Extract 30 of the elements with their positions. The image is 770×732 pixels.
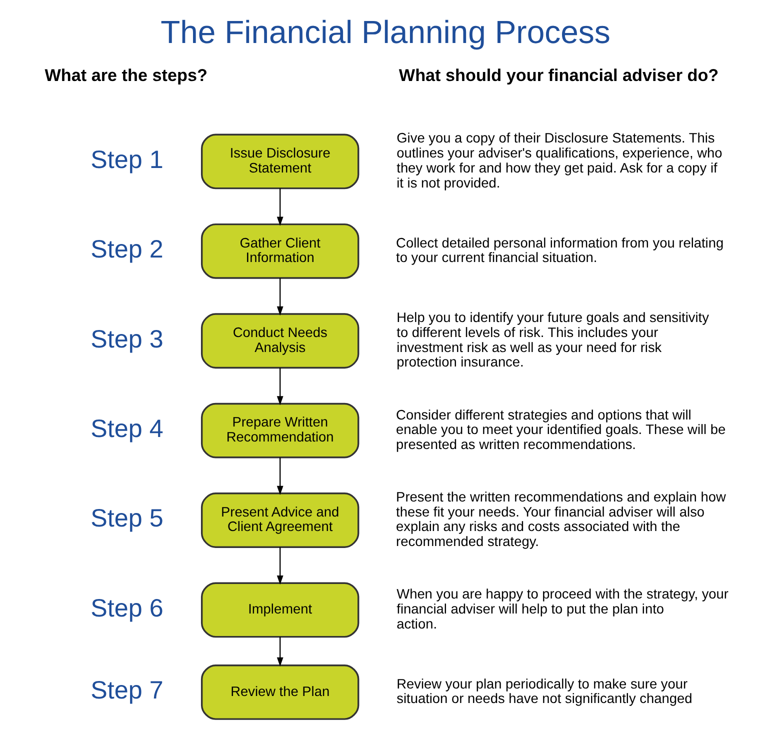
node-label: Step 5: [90, 504, 163, 533]
label: What should your financial adviser do?: [398, 64, 718, 85]
node-box: Conduct Needs Analysis: [200, 313, 359, 369]
node-label: Consider different strategies and options that will enable you to meet your identified goals. These will be presented as written recommendations.: [396, 407, 726, 452]
node-box: Prepare Written Recommendation: [200, 402, 359, 458]
node-label: Step 3: [90, 325, 163, 354]
node-label: Help you to identify your future goals and sensitivity to different levels of risk. This includes your investment risk as well as your need for risk protection insurance.: [396, 310, 708, 370]
node-label: Step 4: [90, 414, 163, 443]
node-label: Step 6: [90, 594, 163, 622]
arrow: [276, 457, 283, 495]
node-label: Review your plan periodically to make sure your situation or needs have not significantly changed: [396, 676, 692, 706]
arrow: [276, 188, 283, 226]
node-label: Step 1: [90, 146, 163, 174]
node-label: Collect detailed personal information from you relating to your current financial situation.: [396, 235, 724, 266]
node-label: Step 2: [90, 236, 163, 264]
arrow: [276, 368, 283, 406]
diagram-title: The Financial Planning Process: [160, 14, 610, 50]
node-label: Present the written recommendations and explain how these fit your needs. Your financial adviser will also explain any risks and costs associated with the recommended strategy.: [396, 490, 726, 550]
node-box: Gather Client Information: [200, 223, 359, 279]
label: What are the steps?: [44, 64, 207, 85]
node-label: Step 7: [90, 676, 163, 705]
node-box: Implement: [200, 582, 359, 638]
node-box: Issue Disclosure Statement: [200, 134, 359, 190]
arrow: [276, 278, 283, 316]
arrow: [276, 547, 283, 585]
node-box: Review the Plan: [200, 664, 359, 720]
arrow: [276, 636, 283, 667]
node-label: When you are happy to proceed with the strategy, your financial adviser will help to put the plan into action.: [396, 586, 728, 632]
node-label: Give you a copy of their Disclosure Statements. This outlines your adviser's qualifications, experience, who they work for and how they get paid. Ask for a copy if it is not provided.: [396, 130, 722, 190]
node-box: Present Advice and Client Agreement: [200, 492, 359, 548]
